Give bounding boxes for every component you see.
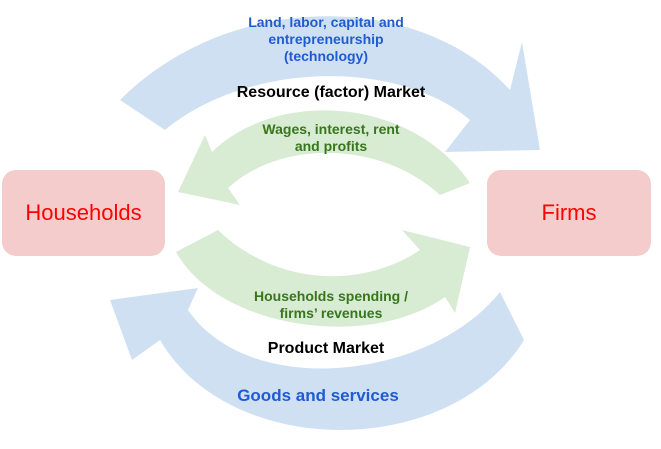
resources-label: Land, labor, capital and entrepreneurshi…	[206, 14, 446, 64]
spending-label-line-1: Households spending /	[253, 288, 408, 304]
income-label: Wages, interest, rent and profits	[226, 121, 436, 155]
income-flow-arrow	[178, 110, 470, 205]
resources-label-line-1: Land, labor, capital and	[248, 14, 404, 30]
goods-flow-arrow	[110, 288, 524, 430]
spending-label-line-2: firms’ revenues	[279, 304, 383, 321]
product-market-title: Product Market	[267, 340, 385, 357]
income-label-line-2: and profits	[294, 137, 368, 154]
spending-label: Households spending / firms’ revenues	[206, 288, 456, 322]
households-node: Households	[2, 170, 165, 256]
resource-market-title: Resource (factor) Market	[236, 84, 426, 101]
resources-flow-arrow	[120, 16, 540, 152]
goods-label: Goods and services	[237, 386, 399, 405]
firms-node: Firms	[487, 170, 651, 256]
households-label: Households	[25, 200, 142, 225]
income-label-line-1: Wages, interest, rent	[262, 121, 400, 137]
resources-label-line-2: entrepreneurship	[268, 30, 384, 47]
resources-label-line-3: (technology)	[284, 47, 368, 64]
spending-flow-arrow	[176, 230, 470, 327]
firms-label: Firms	[541, 200, 597, 225]
